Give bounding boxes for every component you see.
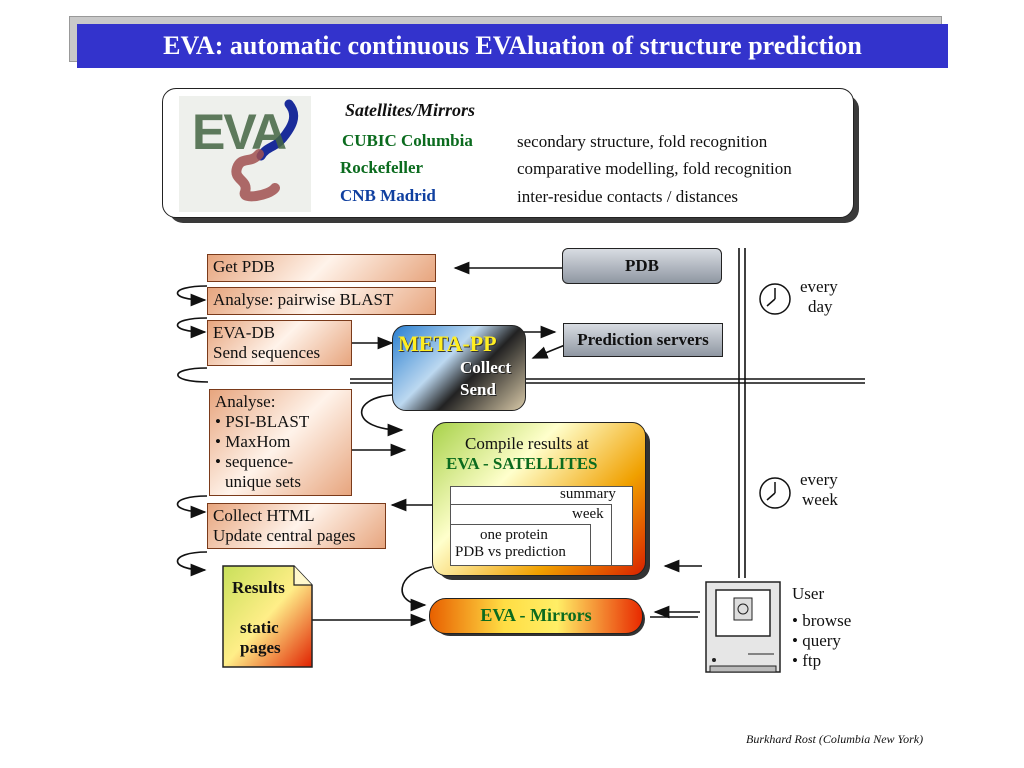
analyse-item: • MaxHom bbox=[215, 432, 291, 451]
page-title: EVA: automatic continuous EVAluation of … bbox=[77, 24, 948, 68]
user-title: User bbox=[792, 584, 825, 603]
satellite-description: secondary structure, fold recognition bbox=[517, 132, 768, 151]
results-page bbox=[222, 565, 313, 668]
collect-html-box: Collect HTML Update central pages bbox=[207, 503, 386, 549]
analyse-item: Analyse: bbox=[215, 392, 276, 411]
satellite-name: Rockefeller bbox=[340, 158, 424, 177]
table-week: week bbox=[572, 506, 604, 522]
table-summary: summary bbox=[560, 486, 616, 502]
send-sequences-label: Send sequences bbox=[213, 343, 321, 362]
eva-mirrors-box: EVA - Mirrors bbox=[429, 598, 643, 634]
user-item: • browse bbox=[792, 611, 852, 630]
table-one-protein: one protein bbox=[480, 527, 548, 543]
satellite-name: CUBIC Columbia bbox=[342, 131, 473, 150]
compile-line2: EVA - SATELLITES bbox=[446, 454, 598, 473]
results-title: Results bbox=[232, 578, 285, 597]
footer-credit: Burkhard Rost (Columbia New York) bbox=[746, 732, 924, 746]
pdb-box: PDB bbox=[562, 248, 722, 284]
meta-pp-title: META-PP bbox=[398, 331, 497, 356]
user-item: • query bbox=[792, 631, 841, 650]
schedule-day: day bbox=[808, 297, 833, 316]
analyse-item: unique sets bbox=[225, 472, 302, 491]
protein-structure-icon bbox=[231, 99, 299, 202]
results-table bbox=[450, 486, 633, 566]
schedule-week: week bbox=[802, 490, 838, 509]
results-table-protein-row bbox=[450, 524, 591, 565]
analyse-box: Analyse: • PSI-BLAST • MaxHom • sequence… bbox=[209, 389, 352, 496]
table-pdb-vs: PDB vs prediction bbox=[455, 544, 566, 560]
schedule-every-week: every bbox=[800, 470, 838, 489]
prediction-servers-box: Prediction servers bbox=[563, 323, 723, 357]
collect-html-label: Collect HTML bbox=[213, 506, 315, 525]
user-item: • ftp bbox=[792, 651, 822, 670]
update-pages-label: Update central pages bbox=[213, 526, 356, 545]
analyse-item: • sequence- bbox=[215, 452, 294, 471]
satellite-description: inter-residue contacts / distances bbox=[517, 187, 739, 206]
satellite-description: comparative modelling, fold recognition bbox=[517, 159, 792, 178]
computer-icon bbox=[705, 581, 781, 673]
schedule-every-day: every bbox=[800, 277, 838, 296]
eva-logo-text: EVA bbox=[192, 104, 287, 160]
results-table-week-row bbox=[450, 504, 612, 565]
clock-icon bbox=[759, 477, 791, 509]
analyse-blast-box: Analyse: pairwise BLAST bbox=[207, 287, 436, 315]
results-pages: pages bbox=[240, 638, 281, 657]
analyse-item: • PSI-BLAST bbox=[215, 412, 310, 431]
satellite-name: CNB Madrid bbox=[340, 186, 436, 205]
results-static: static bbox=[240, 618, 279, 637]
get-pdb-box: Get PDB bbox=[207, 254, 436, 282]
compile-line1: Compile results at bbox=[465, 434, 589, 453]
meta-pp-box bbox=[392, 325, 526, 411]
eva-logo bbox=[179, 96, 311, 212]
clock-icon bbox=[759, 283, 791, 315]
eva-db-label: EVA-DB bbox=[213, 323, 276, 342]
meta-pp-send: Send bbox=[460, 380, 496, 399]
satellites-heading: Satellites/Mirrors bbox=[345, 100, 476, 120]
eva-db-box: EVA-DB Send sequences bbox=[207, 320, 352, 366]
meta-pp-collect: Collect bbox=[460, 358, 511, 377]
